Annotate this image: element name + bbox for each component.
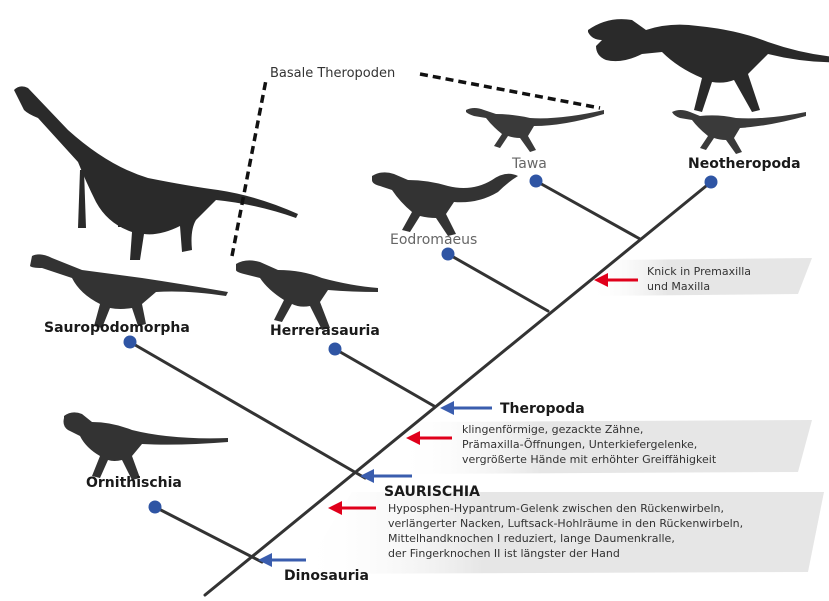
- theropod-skeleton-icon: [588, 19, 829, 112]
- saurischia-char-arrow-head: [328, 501, 342, 515]
- theropod-skeleton-icon: [672, 110, 806, 154]
- red-arrows: [328, 273, 638, 515]
- ornithischian-skeleton-icon: [64, 412, 229, 480]
- node-herrerasauria: [329, 343, 342, 356]
- label-ornithischia: Ornithischia: [86, 475, 182, 491]
- note-line: vergrößerte Hände mit erhöhter Greiffähi…: [462, 453, 717, 466]
- node-eodromaeus: [442, 248, 455, 261]
- label-tawa: Tawa: [511, 156, 547, 172]
- node-sauropodomorpha: [124, 336, 137, 349]
- label-saurischia: SAURISCHIA: [384, 484, 480, 500]
- sauropodomorph-skeleton-icon: [30, 254, 228, 328]
- note-line: Mittelhandknochen I reduziert, lange Dau…: [388, 532, 675, 545]
- theropod-skeleton-icon: [236, 260, 378, 330]
- label-dinosauria: Dinosauria: [284, 568, 369, 584]
- note-line: und Maxilla: [647, 280, 710, 293]
- label-sauropodomorpha: Sauropodomorpha: [44, 320, 190, 336]
- note-line: Knick in Premaxilla: [647, 265, 751, 278]
- saurischia-arrow-head: [360, 469, 374, 483]
- note-line: verlängerter Nacken, Luftsack-Hohlräume …: [388, 517, 743, 530]
- note-line: der Fingerknochen II ist längster der Ha…: [388, 547, 620, 560]
- sauropodomorph-skeleton-icon: [14, 86, 298, 260]
- label-eodromaeus: Eodromaeus: [390, 232, 477, 248]
- theropod-skeleton-icon: [466, 108, 604, 152]
- note-line: Hyposphen-Hypantrum-Gelenk zwischen den …: [388, 502, 724, 515]
- note-line: Prämaxilla-Öffnungen, Unterkiefergelenke…: [462, 438, 697, 451]
- label-theropoda: Theropoda: [500, 401, 585, 417]
- theropod-skeleton-icon: [372, 172, 518, 236]
- node-ornithischia: [149, 501, 162, 514]
- dinosauria-arrow-head: [258, 553, 272, 567]
- node-neotheropoda: [705, 176, 718, 189]
- node-tawa: [530, 175, 543, 188]
- label-neotheropoda: Neotheropoda: [688, 156, 801, 172]
- label-basal-theropods: Basale Theropoden: [270, 66, 395, 81]
- note-line: klingenförmige, gezackte Zähne,: [462, 423, 643, 436]
- label-herrerasauria: Herrerasauria: [270, 323, 380, 339]
